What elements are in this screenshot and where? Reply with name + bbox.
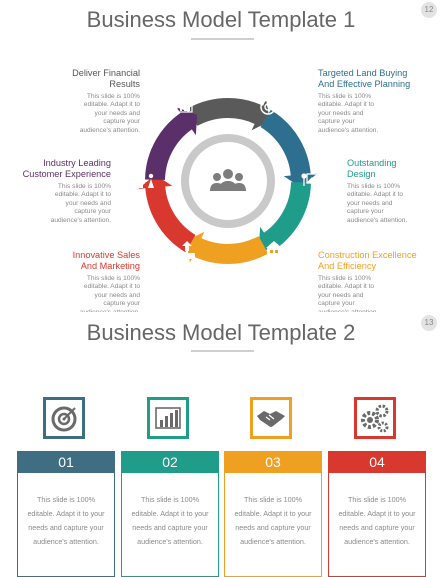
presentation-icon [301,173,321,186]
card-icon-frame [250,397,292,439]
card-body: This slide is 100% editable. Adapt it to… [121,473,219,577]
gears-icon [361,404,389,433]
step-label-land: Targeted Land Buying And Effective Plann… [318,68,436,135]
step-title: Construction Excellence [318,250,417,260]
step-title: And Marketing [80,261,140,271]
page-number: 12 [421,2,437,18]
step-title: And Efficiency [318,261,377,271]
step-title: Customer Experience [22,169,111,179]
house-icon [266,241,282,257]
card-number: 02 [121,451,219,473]
step-body: This slide is 100% editable. Adapt it to… [80,275,140,316]
step-label-sales: Innovative Sales And Marketing This slid… [20,250,140,317]
card-icon-frame [354,397,396,439]
group-icon [210,169,246,191]
bar-chart-icon [155,407,181,429]
slide-1-title: Business Model Template 1 [86,7,356,32]
title-divider [191,350,254,352]
card-number: 04 [328,451,426,473]
step-label-design: Outstanding Design This slide is 100% ed… [347,158,437,225]
card-number: 03 [224,451,322,473]
ring-segment-land [260,109,311,181]
card-icon-frame [43,397,85,439]
step-title: Outstanding [347,158,397,168]
ring-segment-design [260,181,311,253]
step-body: This slide is 100% editable. Adapt it to… [318,275,378,316]
step-label-customer: Industry Leading Customer Experience Thi… [8,158,111,225]
card-body: This slide is 100% editable. Adapt it to… [224,473,322,577]
ring-segment-financial [187,98,269,127]
step-title: Deliver Financial [72,68,140,78]
step-title: And Effective Planning [318,79,411,89]
ring-segment-construction [187,235,269,264]
ring-segment-sales-arrow [138,174,173,189]
ring-segment-customer [145,109,196,181]
center-ring [181,134,275,228]
step-title: Industry Leading [43,158,111,168]
step-label-financial: Deliver Financial Results This slide is … [20,68,140,135]
card-body: This slide is 100% editable. Adapt it to… [17,473,115,577]
slide-2-title: Business Model Template 2 [86,320,356,345]
card-number: 01 [17,451,115,473]
step-label-construction: Construction Excellence And Efficiency T… [318,250,436,317]
card-icon-frame [147,397,189,439]
step-title: Innovative Sales [72,250,140,260]
ring-segment-sales [145,181,196,253]
step-title: Results [109,79,140,89]
step-body: This slide is 100% editable. Adapt it to… [347,183,408,224]
title-divider [191,38,254,40]
ring-segment-customer-arrow [176,107,198,136]
bar-chart-icon [176,99,193,113]
page-number: 13 [421,315,437,331]
step-body: This slide is 100% editable. Adapt it to… [50,183,111,224]
cycle-diagram [138,97,321,264]
target-icon [51,406,77,432]
ring-segment-land-arrow [283,173,318,188]
step-body: This slide is 100% editable. Adapt it to… [79,93,140,134]
slide-1[interactable]: Business Model Template 1 12 [0,0,442,316]
step-title: Design [347,169,376,179]
upload-box-icon [179,241,195,259]
people-icon [138,173,154,188]
target-icon [260,97,278,115]
step-body: This slide is 100% editable. Adapt it to… [318,93,379,134]
card-body: This slide is 100% editable. Adapt it to… [328,473,426,577]
step-title: Targeted Land Buying [318,68,408,78]
handshake-icon [257,411,285,427]
